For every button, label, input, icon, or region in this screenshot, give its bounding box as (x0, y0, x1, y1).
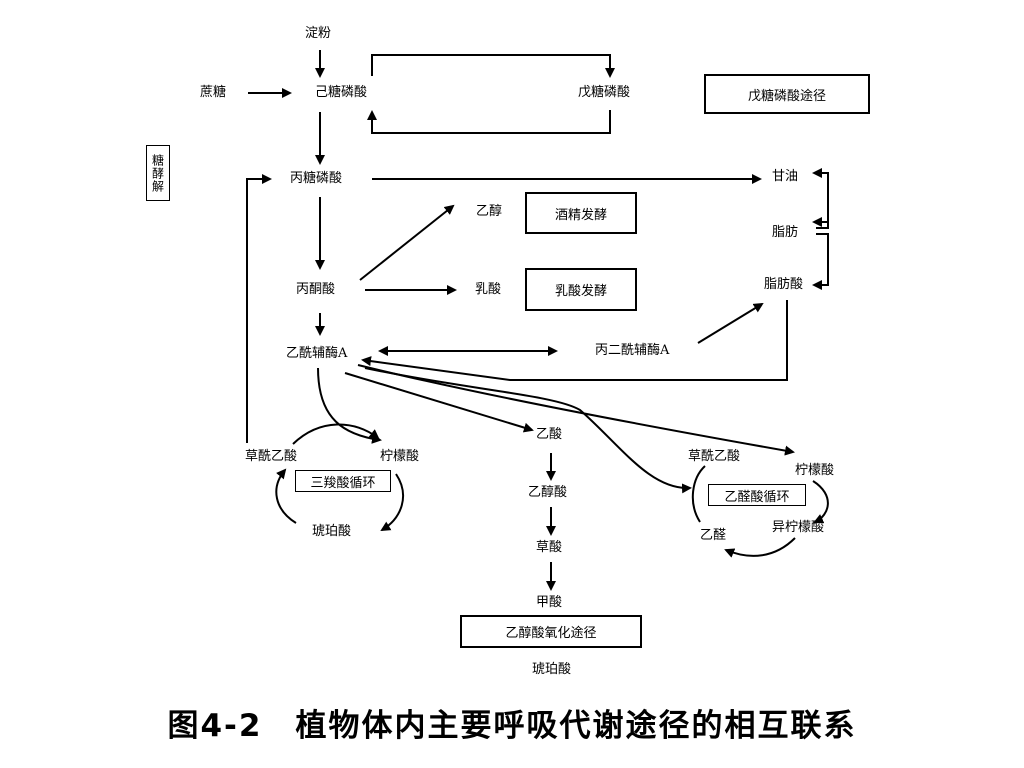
arc-glyoxylate-oxaloacetate (691, 465, 706, 523)
node-formate: 甲酸 (536, 595, 563, 610)
node-malonyl-coa: 丙二酰辅酶A (595, 343, 670, 358)
arrow-malonylcoa-fattyacid (697, 302, 764, 344)
node-succinate-bottom: 琥珀酸 (532, 662, 572, 677)
node-citrate-tca: 柠檬酸 (380, 449, 420, 464)
node-ethanol: 乙醇 (476, 204, 503, 219)
node-pyruvate: 丙酮酸 (296, 282, 336, 297)
node-acetate: 乙酸 (536, 427, 563, 442)
arc-oxaloacetate-citrate (292, 423, 380, 445)
node-sucrose: 蔗糖 (200, 85, 227, 100)
box-alcohol-fermentation: 酒精发酵 (525, 192, 637, 234)
arc-isocitrate-glyoxylate (724, 537, 796, 558)
node-fat: 脂肪 (772, 225, 799, 240)
node-glycolate: 乙醇酸 (528, 485, 568, 500)
node-citrate-gly: 柠檬酸 (795, 463, 835, 478)
node-glycerol: 甘油 (772, 169, 799, 184)
node-succinate-tca: 琥珀酸 (312, 524, 352, 539)
node-oxaloacetate-gly: 草酰乙酸 (688, 449, 741, 464)
node-triose-phosphate: 丙糖磷酸 (290, 171, 343, 186)
node-hexose-phosphate: 己糖磷酸 (315, 85, 368, 100)
box-pentose-phosphate-pathway: 戊糖磷酸途径 (704, 74, 870, 114)
arrow-acetylcoa-citrate-tca (317, 367, 382, 444)
arc-citrate-succinate (380, 473, 405, 532)
node-isocitrate: 异柠檬酸 (772, 520, 825, 535)
arrow-oxaloacetate-triose (246, 174, 272, 443)
node-fatty-acid: 脂肪酸 (764, 277, 804, 292)
box-glyoxylate-cycle: 乙醛酸循环 (708, 484, 806, 506)
arc-citrate-isocitrate (812, 480, 829, 524)
arrow-fat-fattyacid (812, 233, 829, 290)
node-starch: 淀粉 (305, 26, 332, 41)
box-glycolysis: 糖酵解 (146, 145, 170, 201)
arrow-fat-glycerol (812, 168, 829, 229)
arrow-hexose-pentose (371, 54, 615, 78)
arc-succinate-oxaloacetate (275, 468, 297, 524)
arrow-fattyacid-acetylcoa (361, 300, 788, 381)
arrow-pyruvate-ethanol (359, 204, 455, 281)
box-glycolate-oxidation-pathway: 乙醇酸氧化途径 (460, 615, 642, 648)
arrow-pentose-hexose (367, 110, 611, 134)
figure-caption: 图4-2 植物体内主要呼吸代谢途径的相互联系 (167, 708, 857, 744)
node-acetyl-coa: 乙酰辅酶A (286, 346, 348, 361)
node-oxalate: 草酸 (536, 540, 563, 555)
node-lactate: 乳酸 (475, 282, 502, 297)
node-pentose-phosphate: 戊糖磷酸 (578, 85, 631, 100)
arrow-glycerol-fat (812, 172, 829, 227)
box-lactic-fermentation: 乳酸发酵 (525, 268, 637, 311)
node-oxaloacetate-tca: 草酰乙酸 (245, 449, 298, 464)
node-glyoxylate: 乙醛 (700, 528, 727, 543)
box-tca-cycle: 三羧酸循环 (295, 470, 391, 492)
arrow-acetylcoa-acetate (344, 372, 534, 433)
arrow-acetylcoa-oxaloacetate-gly (364, 367, 692, 494)
